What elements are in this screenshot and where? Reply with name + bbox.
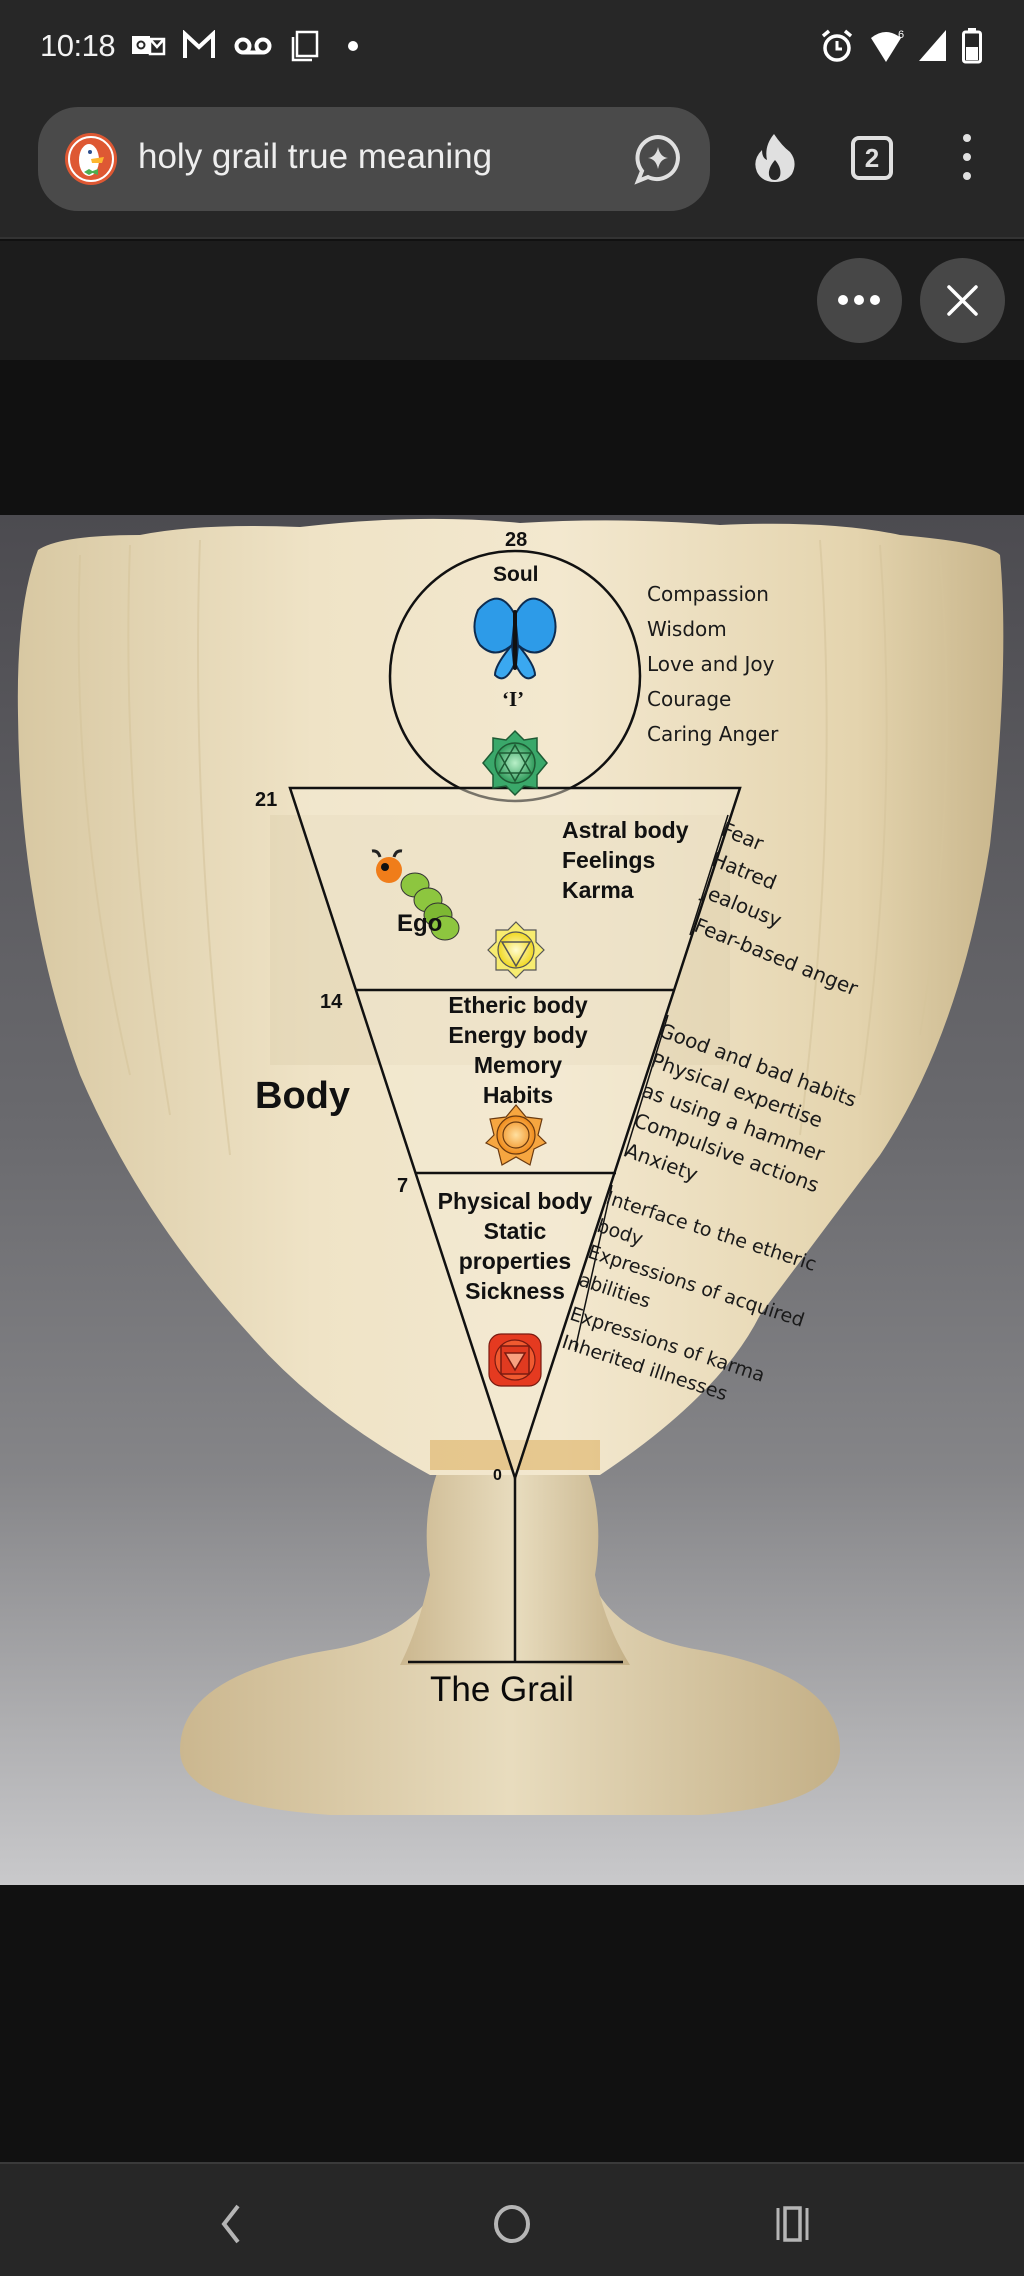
root-chakra-icon — [488, 1333, 542, 1387]
level-7-label: 7 — [397, 1175, 409, 1197]
status-time: 10:18 — [40, 28, 116, 63]
soul-title: Soul — [493, 563, 539, 586]
grail-label: The Grail — [430, 1670, 574, 1709]
back-button[interactable] — [200, 2194, 260, 2254]
soul-quality: Love and Joy — [647, 652, 775, 676]
gmail-icon — [183, 30, 215, 58]
duckduckgo-logo — [65, 133, 117, 185]
self-label: ‘I’ — [502, 687, 525, 711]
tabs-button[interactable]: 2 — [851, 136, 893, 180]
ego-label: Ego — [397, 910, 443, 937]
image-letterbox-top — [0, 360, 1024, 515]
etheric-line: Etheric body — [448, 992, 588, 1018]
grail-cup-illustration — [17, 518, 1004, 1815]
solar-plexus-chakra-icon — [487, 921, 545, 979]
home-circle-icon — [494, 2205, 530, 2243]
soul-quality: Caring Anger — [647, 722, 779, 746]
heart-chakra-icon — [482, 729, 548, 797]
status-bar: 10:18 6 — [0, 0, 1024, 92]
level-0-label: 0 — [493, 1467, 502, 1484]
soul-circle — [388, 549, 642, 803]
body-label: Body — [255, 1075, 350, 1117]
recent-apps-icon — [776, 2206, 809, 2242]
soul-quality: Courage — [647, 687, 732, 711]
wifi-icon: 6 — [871, 29, 904, 62]
outlook-icon — [132, 36, 166, 56]
grail-diagram-image[interactable]: 28 21 14 7 0 Soul ‘I’ Compassion Wisdom … — [0, 515, 1024, 1885]
physical-body-block: Physical body Static properties Sickness — [420, 1186, 610, 1306]
more-options-button[interactable] — [817, 258, 902, 343]
level-14-label: 14 — [320, 991, 343, 1013]
fire-icon[interactable] — [752, 132, 798, 182]
etheric-line: Energy body — [448, 1022, 588, 1048]
browser-toolbar: 2 — [0, 92, 1024, 239]
ai-chat-icon[interactable] — [630, 131, 686, 187]
image-letterbox-bottom — [0, 1885, 1024, 2162]
overflow-menu-icon[interactable] — [955, 132, 979, 182]
sacral-chakra-icon — [484, 1104, 548, 1166]
battery-icon — [962, 28, 982, 64]
physical-line: Sickness — [465, 1278, 565, 1304]
physical-line: properties — [458, 1248, 572, 1274]
wifi-badge: 6 — [898, 29, 904, 41]
search-input[interactable] — [138, 137, 588, 177]
soul-quality: Wisdom — [647, 617, 727, 641]
close-button[interactable] — [920, 258, 1005, 343]
physical-line: Physical body — [437, 1188, 593, 1214]
home-button[interactable] — [482, 2194, 542, 2254]
etheric-line: Memory — [473, 1052, 563, 1078]
soul-qualities-list: Compassion Wisdom Love and Joy Courage C… — [647, 577, 778, 752]
soul-quality: Compassion — [647, 582, 769, 606]
back-chevron-icon — [221, 2204, 240, 2244]
system-nav-bar — [0, 2162, 1024, 2276]
astral-line: Feelings — [562, 847, 656, 873]
voicemail-icon — [234, 37, 272, 55]
screenshot-icon — [291, 30, 319, 62]
more-horizontal-icon — [838, 295, 880, 305]
level-21-label: 21 — [255, 789, 278, 811]
recent-apps-button[interactable] — [764, 2194, 824, 2254]
close-icon — [947, 285, 978, 316]
etheric-line: Habits — [482, 1082, 554, 1108]
astral-line: Karma — [562, 877, 634, 903]
alarm-icon — [821, 29, 853, 62]
address-bar[interactable] — [38, 107, 710, 211]
physical-line: Static — [483, 1218, 547, 1244]
caterpillar-icon — [371, 849, 460, 941]
etheric-body-block: Etheric body Energy body Memory Habits — [418, 990, 618, 1110]
level-28-label: 28 — [505, 529, 528, 551]
image-viewer-header — [0, 241, 1024, 360]
cell-signal-icon — [919, 30, 946, 61]
astral-line: Astral body — [562, 817, 689, 843]
butterfly-icon — [473, 597, 557, 680]
astral-body-block: Astral body Feelings Karma — [562, 815, 689, 905]
notification-dot-icon — [348, 41, 358, 51]
